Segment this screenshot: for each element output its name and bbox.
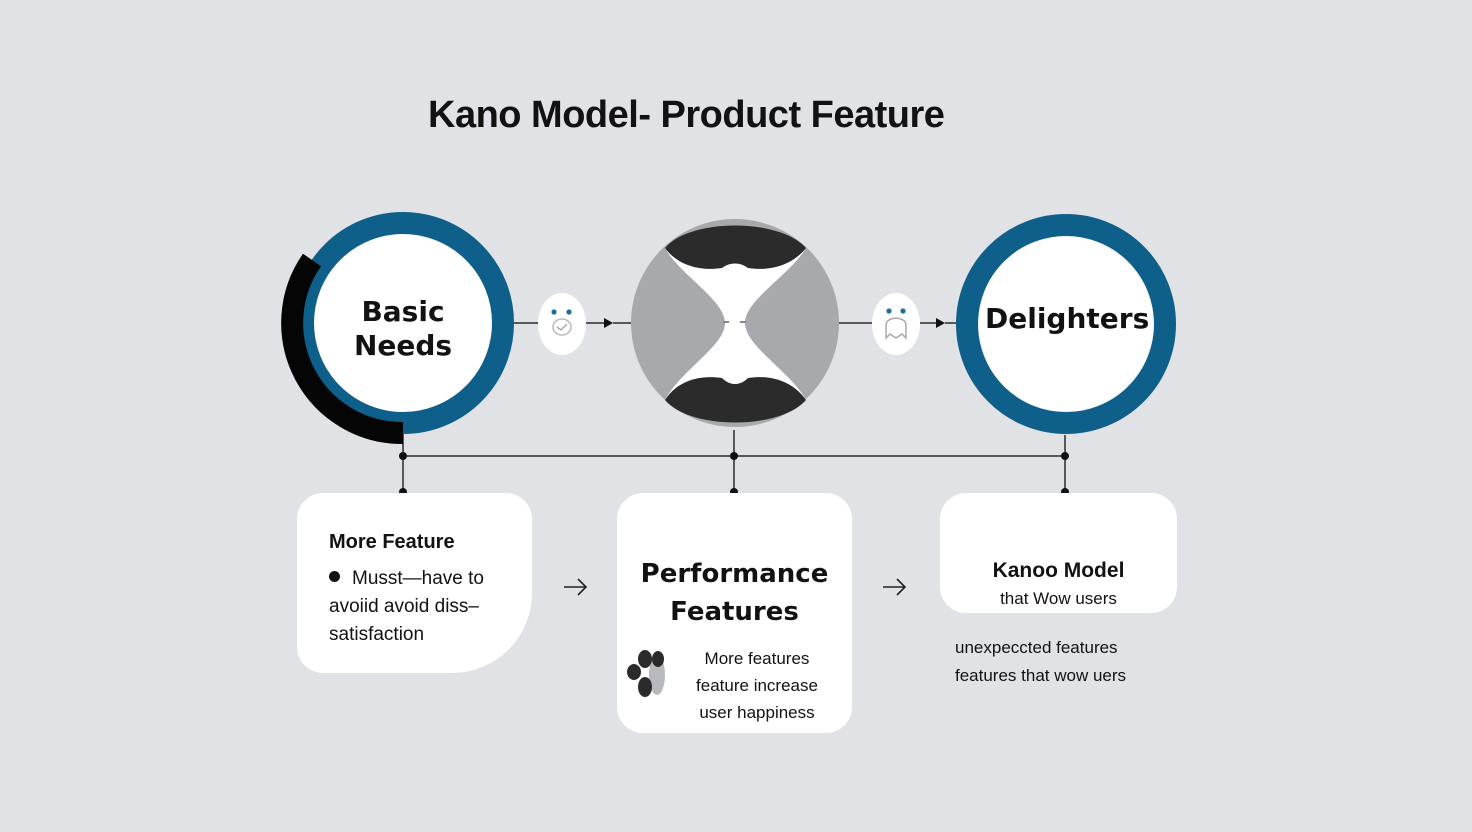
delighters-label: Delighters <box>985 302 1150 335</box>
delighters-card-subtitle: that Wow users <box>1000 589 1117 608</box>
delighters-circle <box>956 214 1176 434</box>
performance-card: Performance Features More features featu… <box>617 493 852 733</box>
delighters-note: unexpeccted features features that wow u… <box>955 634 1126 690</box>
basic-needs-label-line1: Basic <box>361 295 445 328</box>
face-icon <box>538 293 586 355</box>
connector-node <box>399 452 407 460</box>
basic-needs-label: Basic Needs <box>323 295 483 362</box>
connector-node <box>730 452 738 460</box>
arrow-right-icon <box>564 578 588 596</box>
basic-card-line-text: Musst—have to <box>352 568 484 589</box>
delighters-note-line1: unexpeccted features <box>955 638 1118 657</box>
arrowhead-icon <box>604 318 613 328</box>
arrow-right-icon <box>883 578 907 596</box>
performance-card-line: user happiness <box>699 703 815 722</box>
basic-card-body: Musst—have to avoiid avoid diss– satisfa… <box>329 565 529 649</box>
performance-card-body: More features feature increase user happ… <box>667 645 847 726</box>
connector-node <box>1061 452 1069 460</box>
performance-card-line: More features <box>704 649 810 668</box>
bullet-icon <box>329 571 340 582</box>
performance-title-line2: Features <box>670 597 799 627</box>
performance-title-line1: Performance <box>640 559 829 589</box>
basic-card-line: satisfaction <box>329 624 425 645</box>
performance-card-line: feature increase <box>696 676 818 695</box>
basic-needs-label-line2: Needs <box>353 328 453 362</box>
arrowhead-icon <box>936 318 945 328</box>
hourglass-icon <box>631 219 839 427</box>
progress-arc <box>281 253 404 445</box>
ghost-icon <box>872 293 920 355</box>
basic-needs-card: More Feature Musst—have to avoiid avoid … <box>297 493 532 673</box>
basic-card-title: More Feature <box>329 531 455 553</box>
performance-card-title: Performance Features <box>617 555 852 631</box>
basic-needs-circle <box>281 212 514 445</box>
basic-card-line: Musst—have to <box>329 565 529 593</box>
delighters-note-line2: features that wow uers <box>955 666 1127 685</box>
page-title: Kano Model- Product Feature <box>428 94 945 136</box>
delighters-card-title: Kanoo Model <box>992 559 1125 582</box>
paw-icon <box>627 650 665 697</box>
delighters-card: Kanoo Model that Wow users <box>940 493 1177 613</box>
basic-card-line: avoiid avoid diss– <box>329 596 479 617</box>
